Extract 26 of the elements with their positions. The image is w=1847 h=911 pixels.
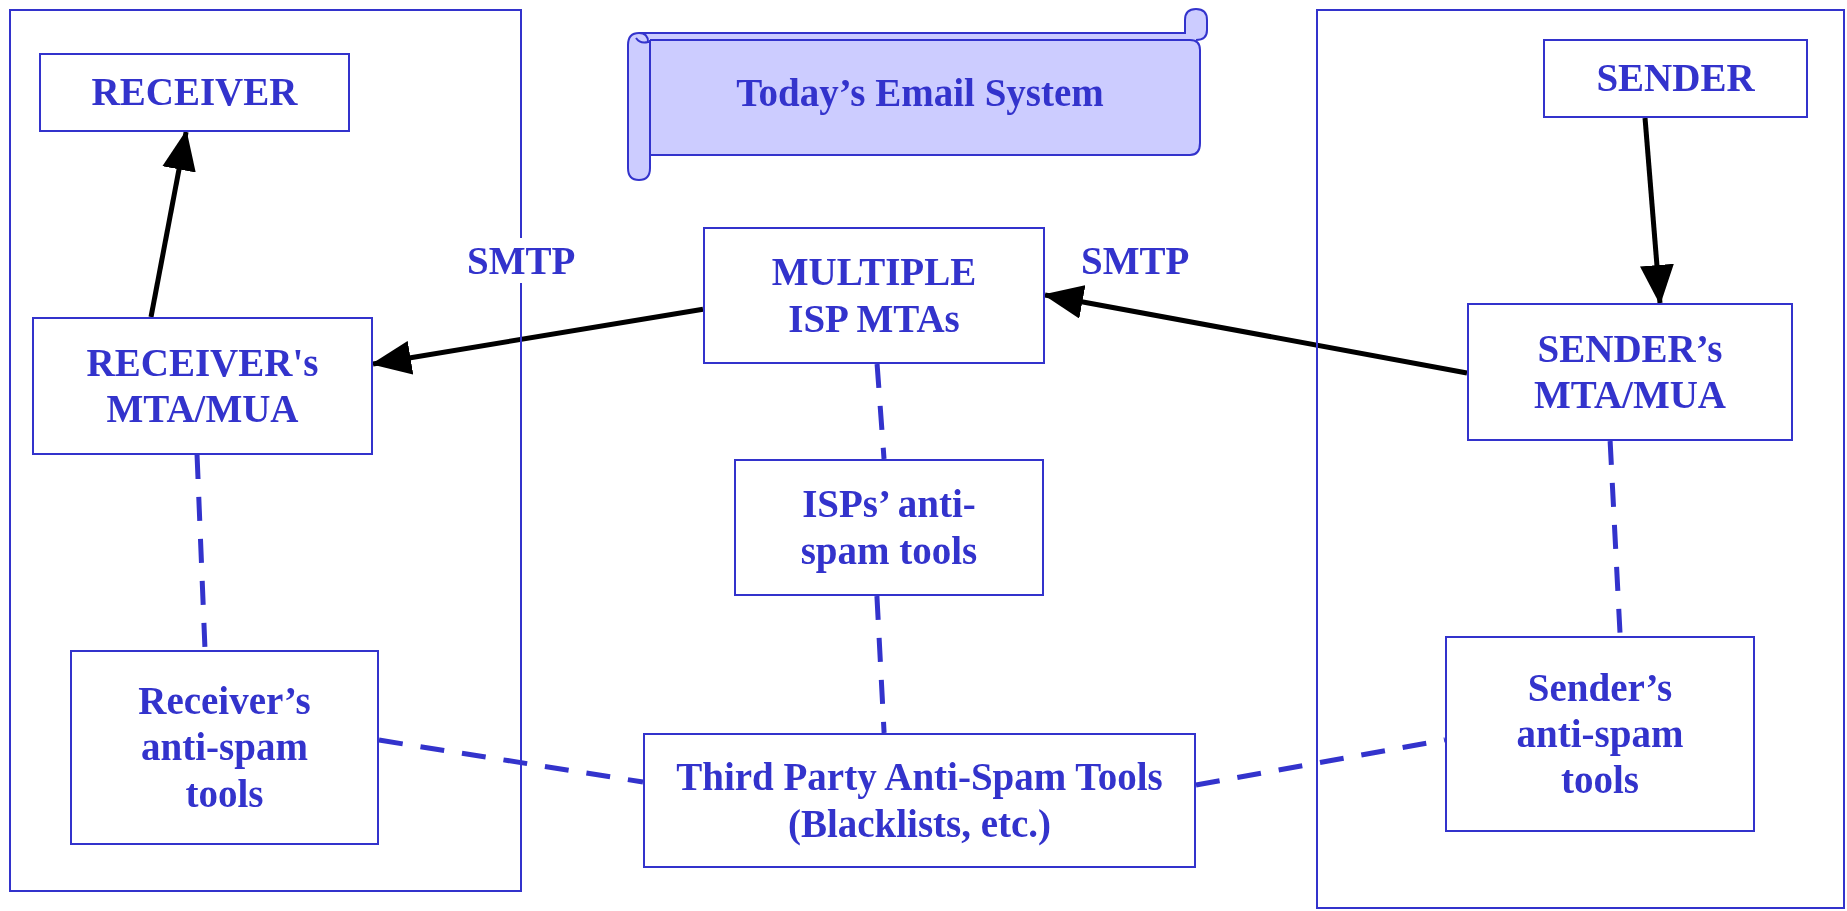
box-label: SENDER’s MTA/MUA <box>1532 326 1728 418</box>
process-box <box>32 317 373 455</box>
box-label: RECEIVER's MTA/MUA <box>85 340 320 432</box>
process-box <box>703 227 1045 364</box>
dashed-connector <box>1195 737 1446 788</box>
arrow <box>148 130 196 318</box>
process-box <box>643 733 1196 868</box>
process-box <box>70 650 379 845</box>
box-label: Third Party Anti-Spam Tools (Blacklists, etc.) <box>675 754 1164 847</box>
dashed-connector <box>378 737 644 785</box>
process-box <box>1467 303 1793 441</box>
dashed-connector <box>874 363 887 460</box>
process-box <box>39 53 350 132</box>
process-box <box>1445 636 1755 832</box>
box-label: RECEIVER <box>91 69 298 116</box>
process-box <box>1543 39 1808 118</box>
box-label: Sender’s anti-spam tools <box>1515 664 1685 803</box>
box-label: Receiver’s anti-spam tools <box>137 678 312 817</box>
dashed-connector <box>874 595 887 734</box>
title: Today’s Email System <box>735 70 1105 115</box>
box-label: SENDER <box>1596 55 1755 102</box>
process-box <box>734 459 1044 596</box>
panel-frame <box>1316 9 1845 909</box>
box-label: MULTIPLE ISP MTAs <box>770 249 978 342</box>
box-label: ISPs’ anti-spam tools <box>799 481 979 574</box>
arrow <box>1640 117 1674 305</box>
